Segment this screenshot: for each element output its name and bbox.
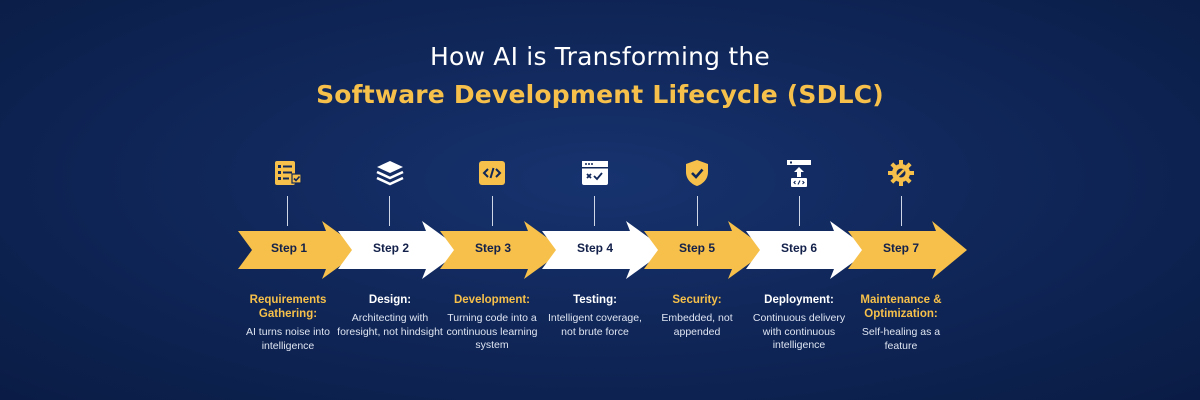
connector-line-4 [594, 196, 595, 226]
step-arrow-5 [644, 221, 768, 279]
connector-line-5 [697, 196, 698, 226]
step-arrow-1 [238, 221, 362, 279]
step-label-3: Step 3 [474, 241, 511, 255]
layers-icon [374, 157, 406, 189]
step-title-1: Requirements Gathering: [249, 294, 327, 320]
step-desc-2: Architecting with foresight, not hindsig… [337, 312, 443, 338]
step-label-1: Step 1 [270, 241, 307, 255]
step-label-6: Step 6 [780, 241, 817, 255]
step-desc-6: Continuous delivery with continuous inte… [752, 312, 846, 351]
code-icon [476, 157, 508, 189]
step-desc-3: Turning code into a continuous learning … [446, 312, 538, 351]
gear-wrench-icon [885, 157, 917, 189]
step-title-3: Development: [453, 294, 531, 306]
browser-test-icon [579, 157, 611, 189]
step-desc-1: AI turns noise into intelligence [245, 326, 331, 352]
step-label-7: Step 7 [882, 241, 919, 255]
title-line-1: How AI is Transforming the [429, 42, 770, 71]
step-arrow-2 [338, 221, 462, 279]
step-label-2: Step 2 [372, 241, 409, 255]
checklist-icon [272, 157, 304, 189]
step-desc-4: Intelligent coverage, not brute force [548, 312, 642, 338]
connector-line-1 [287, 196, 288, 226]
step-desc-7: Self-healing as a feature [861, 326, 941, 352]
step-arrow-3 [440, 221, 564, 279]
step-desc-5: Embedded, not appended [661, 312, 733, 338]
title-line-2: Software Development Lifecycle (SDLC) [316, 80, 884, 109]
connector-line-2 [389, 196, 390, 226]
step-title-6: Deployment: [764, 294, 834, 306]
step-arrow-6 [746, 221, 870, 279]
connector-line-6 [799, 196, 800, 226]
step-title-2: Design: [368, 294, 412, 306]
step-title-7: Maintenance & Optimization: [860, 294, 942, 320]
connector-line-7 [901, 196, 902, 226]
connector-line-3 [492, 196, 493, 226]
step-title-5: Security: [672, 294, 722, 306]
step-title-4: Testing: [573, 294, 617, 306]
step-arrow-4 [542, 221, 666, 279]
shield-check-icon [681, 157, 713, 189]
deploy-icon [783, 157, 815, 189]
step-label-5: Step 5 [678, 241, 715, 255]
step-arrow-7 [848, 221, 967, 279]
step-label-4: Step 4 [576, 241, 613, 255]
